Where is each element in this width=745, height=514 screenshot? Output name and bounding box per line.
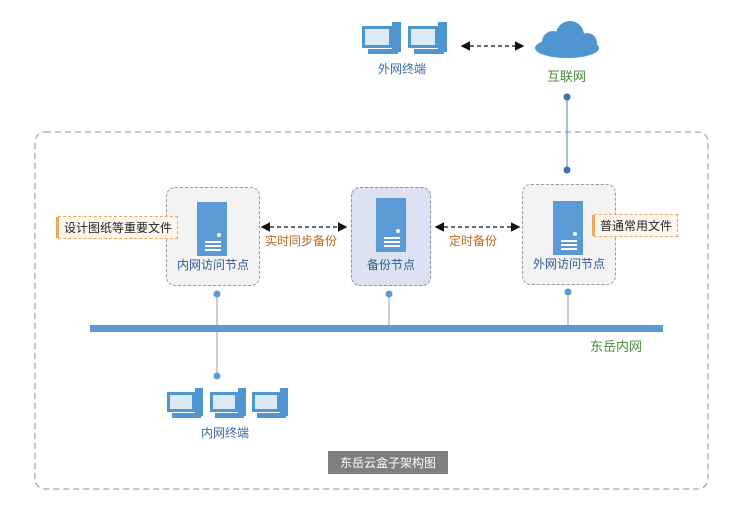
backup-node-dot — [385, 290, 393, 298]
server-icon — [553, 201, 583, 255]
server-icon — [197, 202, 227, 256]
realtime-sync-label: 实时同步备份 — [265, 234, 338, 248]
diagram-caption: 东岳云盒子架构图 — [328, 451, 449, 474]
external-computer-icon-1 — [362, 22, 401, 54]
internal-computer-icon-2 — [210, 388, 246, 418]
intranet-bus — [90, 325, 663, 332]
external-node-label: 外网访问节点 — [532, 257, 605, 271]
external-terminals-label: 外网终端 — [378, 62, 427, 76]
internet-label: 互联网 — [547, 70, 587, 85]
intranet-label: 东岳内网 — [590, 340, 643, 355]
cloud-icon — [535, 21, 599, 58]
external-node-dot — [564, 288, 572, 296]
internal-node-label: 内网访问节点 — [176, 258, 249, 272]
backup-node-label: 备份节点 — [366, 258, 415, 272]
internal-access-node[interactable]: 内网访问节点 — [166, 187, 260, 286]
internal-terminals-label: 内网终端 — [201, 426, 250, 440]
internet-link-dot-top — [563, 93, 571, 101]
server-icon — [376, 198, 406, 252]
internet-link-dot-bottom — [563, 166, 571, 174]
internal-computer-icon-1 — [167, 388, 203, 418]
backup-node[interactable]: 备份节点 — [351, 187, 431, 286]
internal-terminals-dot — [213, 372, 221, 380]
internal-node-tag: 设计图纸等重要文件 — [55, 216, 179, 239]
internal-node-dot — [213, 290, 221, 298]
scheduled-backup-label: 定时备份 — [449, 234, 498, 248]
external-computer-icon-2 — [408, 22, 447, 54]
internal-computer-icon-3 — [252, 388, 288, 418]
external-node-tag: 普通常用文件 — [591, 214, 679, 237]
